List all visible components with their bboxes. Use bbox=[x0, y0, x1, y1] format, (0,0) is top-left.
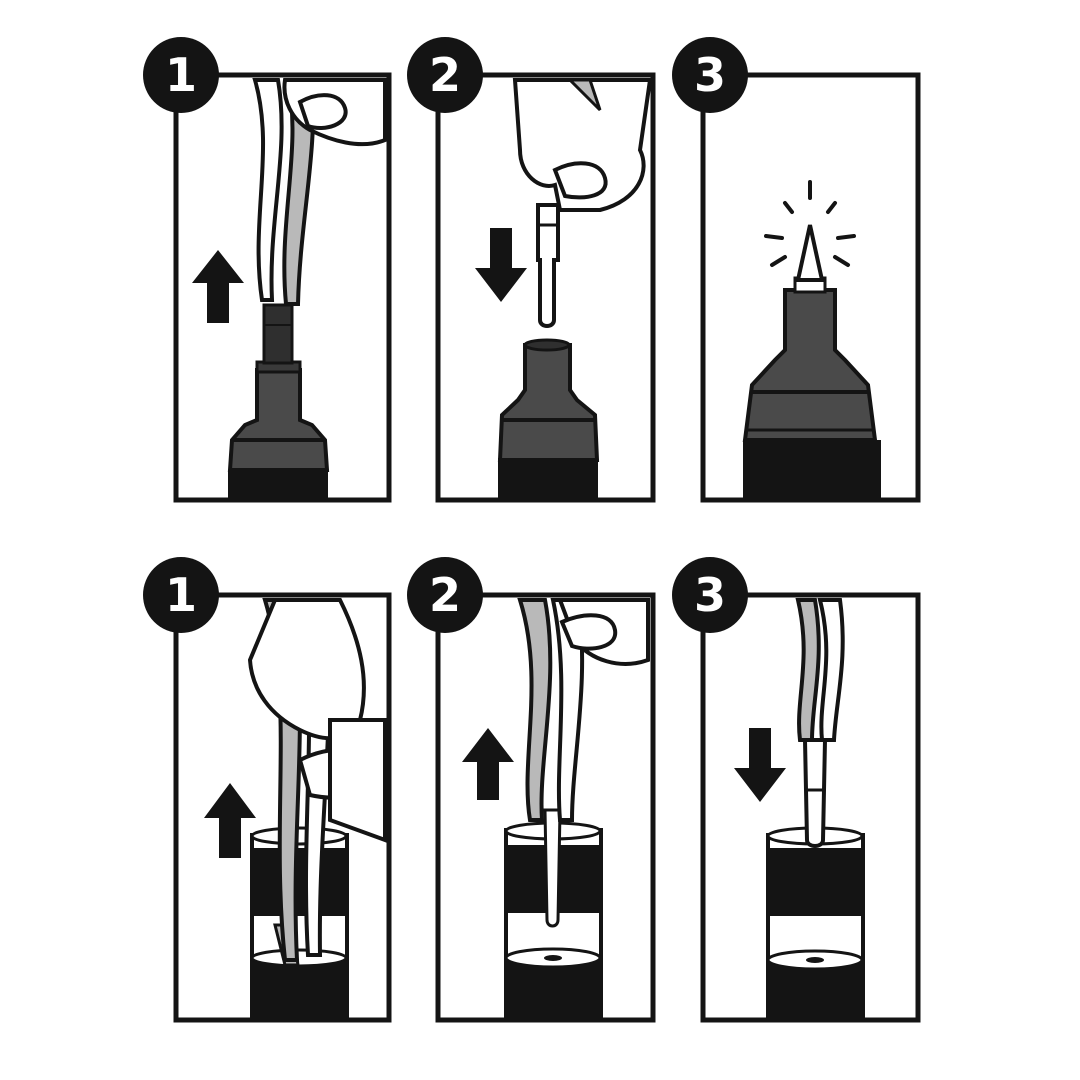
down-arrow-icon bbox=[475, 228, 527, 302]
step-panel-row2-3 bbox=[700, 592, 921, 1023]
step-panel-row1-1 bbox=[173, 72, 392, 503]
step-number: 3 bbox=[694, 48, 726, 102]
new-refill bbox=[802, 738, 828, 848]
marker-barrel bbox=[250, 826, 349, 1022]
hand bbox=[282, 78, 387, 147]
tweezers bbox=[252, 78, 316, 306]
step-badge-row2-2: 2 bbox=[407, 557, 483, 633]
step-number: 3 bbox=[694, 568, 726, 622]
marker-body bbox=[227, 303, 330, 500]
marker-body bbox=[497, 338, 600, 500]
new-tip bbox=[536, 203, 560, 328]
down-arrow-icon bbox=[734, 728, 786, 802]
hand bbox=[512, 78, 653, 212]
up-arrow-icon bbox=[462, 728, 514, 800]
sparkle-icon bbox=[764, 180, 856, 267]
tweezers bbox=[517, 598, 585, 822]
hand bbox=[247, 598, 387, 843]
marker-body bbox=[742, 276, 881, 500]
up-arrow-icon bbox=[192, 250, 244, 323]
new-tip bbox=[795, 224, 825, 282]
up-arrow-icon bbox=[204, 783, 256, 858]
marker-barrel bbox=[766, 826, 865, 1022]
step-panel-row1-3 bbox=[700, 72, 921, 503]
step-badge-row1-1: 1 bbox=[143, 37, 219, 113]
inner-core bbox=[543, 808, 562, 928]
step-badge-row2-1: 1 bbox=[143, 557, 219, 633]
step-panel-row1-2 bbox=[435, 72, 656, 503]
step-badge-row1-2: 2 bbox=[407, 37, 483, 113]
step-badge-row2-3: 3 bbox=[672, 557, 748, 633]
step-panel-row2-1 bbox=[173, 592, 392, 1023]
step-number: 1 bbox=[165, 568, 197, 622]
step-number: 2 bbox=[429, 48, 461, 102]
step-number: 1 bbox=[165, 48, 197, 102]
step-number: 2 bbox=[429, 568, 461, 622]
hand bbox=[557, 598, 650, 666]
step-badge-row1-3: 3 bbox=[672, 37, 748, 113]
step-panel-row2-2 bbox=[435, 592, 656, 1023]
tweezers bbox=[795, 598, 845, 742]
